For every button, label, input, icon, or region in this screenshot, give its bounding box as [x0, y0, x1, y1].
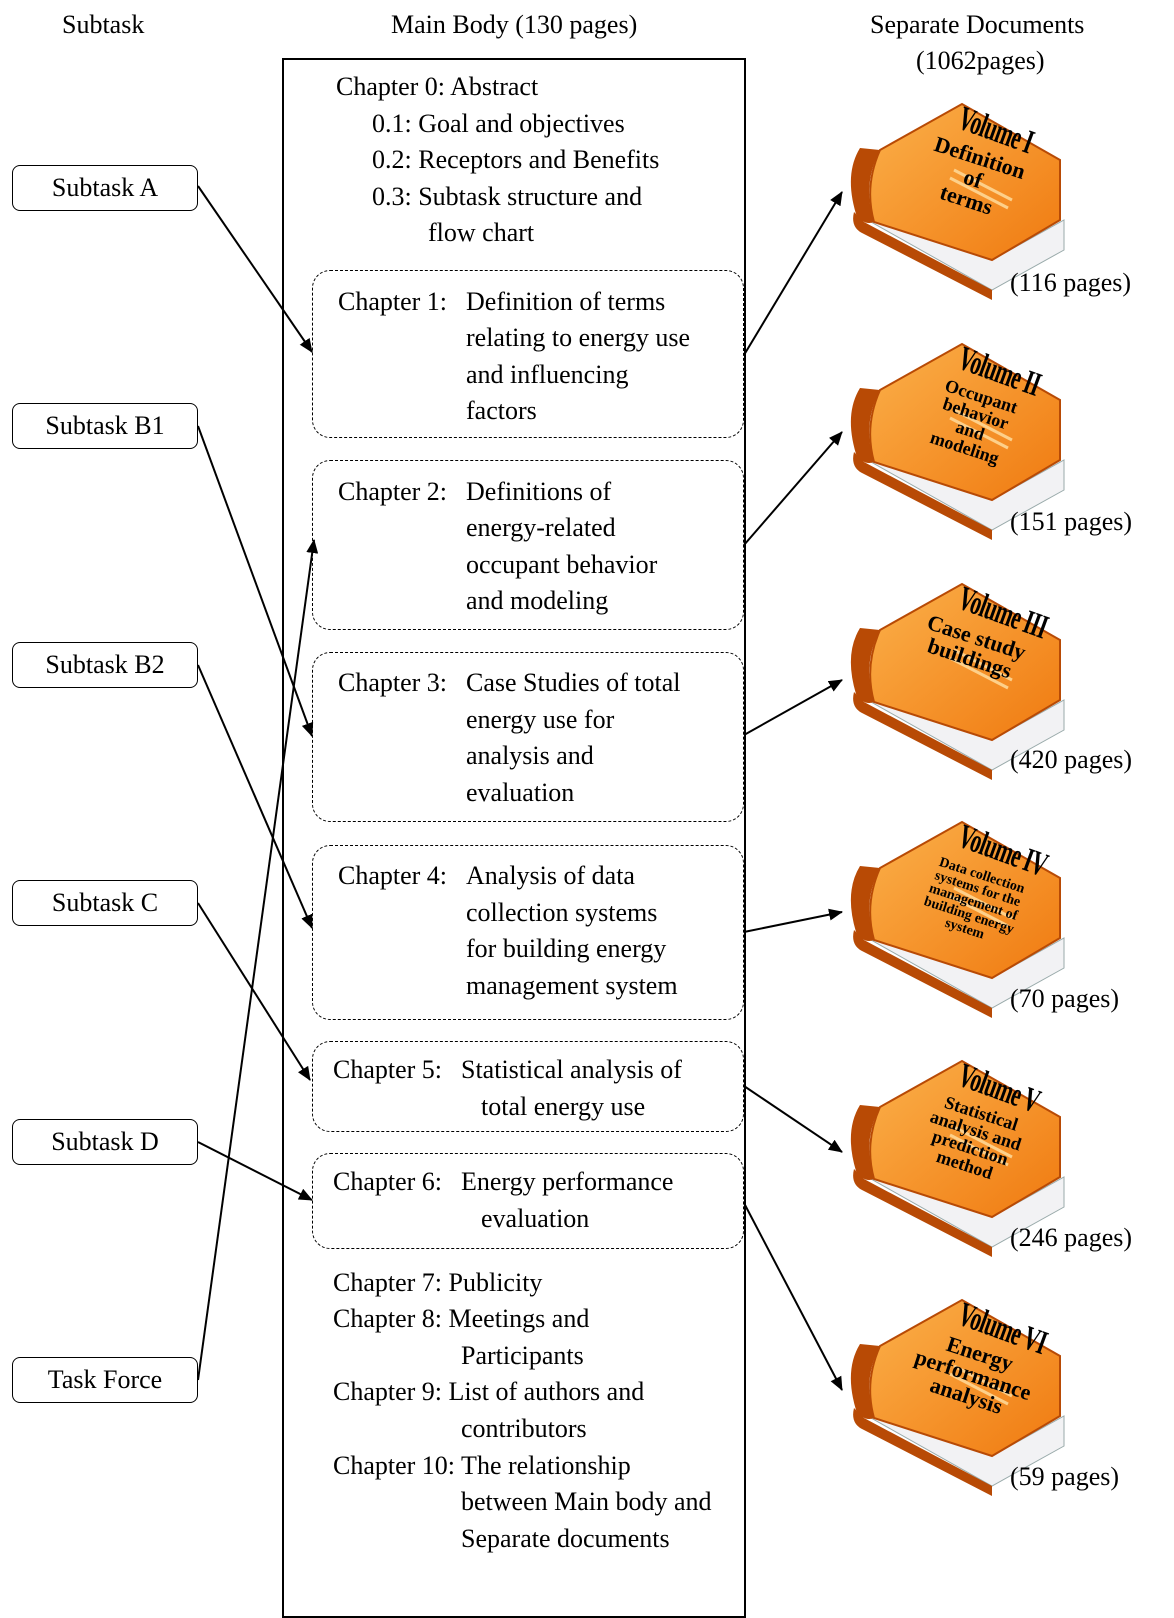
arrow-chapter-6-to-volume-6 [743, 1202, 843, 1391]
chapter-5-line-2: total energy use [481, 1092, 646, 1121]
subtask-b1-label: Subtask B1 [45, 411, 165, 440]
chapter-0-item-1: 0.1: Goal and objectives [372, 109, 625, 138]
arrow-chapter-3-to-volume-3 [743, 679, 843, 736]
chapter-0-item-3-cont: flow chart [428, 218, 535, 247]
subtask-d-box: Subtask D [12, 1119, 198, 1165]
volume-2-pages: (151 pages) [1010, 507, 1133, 536]
volume-4-pages: (70 pages) [1010, 984, 1120, 1013]
task-force-box: Task Force [12, 1357, 198, 1403]
chapter-0-item-2: 0.2: Receptors and Benefits [372, 145, 660, 174]
arrow-chapter-1-to-volume-1 [743, 191, 843, 356]
volume-3-pages: (420 pages) [1010, 745, 1133, 774]
chapter-1-line-3: and influencing [466, 360, 629, 389]
chapter-4-line-3: for building energy [466, 934, 667, 963]
chapter-3-prefix: Chapter 3: [338, 668, 448, 697]
chapter-6-line-2: evaluation [481, 1204, 590, 1233]
chapter-2-line-1: Definitions of [466, 477, 612, 506]
main-body-column-header: Main Body (130 pages) [391, 10, 638, 39]
chapter-5-prefix: Chapter 5: [333, 1055, 443, 1084]
chapter-4-prefix: Chapter 4: [338, 861, 448, 890]
chapter-2-line-3: occupant behavior [466, 550, 658, 579]
volume-6-pages: (59 pages) [1010, 1462, 1120, 1491]
subtask-c-box: Subtask C [12, 880, 198, 926]
chapter-3-line-4: evaluation [466, 778, 575, 807]
separate-documents-total: (1062pages) [916, 46, 1045, 75]
chapter-6-prefix: Chapter 6: [333, 1167, 443, 1196]
task-force-label: Task Force [47, 1365, 163, 1394]
chapter-2-line-2: energy-related [466, 513, 616, 542]
subtask-a-label: Subtask A [51, 173, 159, 202]
chapter-2-prefix: Chapter 2: [338, 477, 448, 506]
chapter-6-line-1: Energy performance [461, 1167, 674, 1196]
chapter-3-line-1: Case Studies of total [466, 668, 681, 697]
arrow-chapter-4-to-volume-4 [743, 908, 843, 933]
chapter-4-line-4: management system [466, 971, 678, 1000]
arrow-chapter-5-to-volume-5 [743, 1085, 843, 1153]
chapter-0-item-3: 0.3: Subtask structure and [372, 182, 643, 211]
chapter-7: Chapter 7: Publicity [333, 1268, 543, 1297]
chapter-10-cont-2: Separate documents [461, 1524, 670, 1553]
subtask-b2-box: Subtask B2 [12, 642, 198, 688]
chapter-3-line-3: analysis and [466, 741, 594, 770]
chapter-0-title: Chapter 0: Abstract [336, 72, 539, 101]
subtask-b1-box: Subtask B1 [12, 403, 198, 449]
subtask-c-label: Subtask C [51, 888, 159, 917]
chapter-8: Chapter 8: Meetings and [333, 1304, 590, 1333]
chapter-1-line-1: Definition of terms [466, 287, 666, 316]
chapter-9-cont: contributors [461, 1414, 587, 1443]
chapter-4-line-2: collection systems [466, 898, 658, 927]
chapter-1-prefix: Chapter 1: [338, 287, 448, 316]
subtask-b2-label: Subtask B2 [45, 650, 165, 679]
separate-documents-header: Separate Documents [870, 10, 1085, 39]
chapter-10: Chapter 10: The relationship [333, 1451, 631, 1480]
chapter-9: Chapter 9: List of authors and [333, 1377, 645, 1406]
chapter-1-line-2: relating to energy use [466, 323, 691, 352]
subtask-a-box: Subtask A [12, 165, 198, 211]
chapter-1-line-4: factors [466, 396, 537, 425]
chapter-2-line-4: and modeling [466, 586, 609, 615]
chapter-4-line-1: Analysis of data [466, 861, 635, 890]
chapter-10-cont-1: between Main body and [461, 1487, 712, 1516]
subtask-d-label: Subtask D [51, 1127, 159, 1156]
chapter-5-line-1: Statistical analysis of [461, 1055, 682, 1084]
subtask-column-header: Subtask [62, 10, 145, 39]
arrow-chapter-2-to-volume-2 [743, 431, 843, 546]
chapter-8-cont: Participants [461, 1341, 584, 1370]
volume-1-pages: (116 pages) [1010, 268, 1132, 297]
volume-5-pages: (246 pages) [1010, 1223, 1133, 1252]
chapter-3-line-2: energy use for [466, 705, 615, 734]
